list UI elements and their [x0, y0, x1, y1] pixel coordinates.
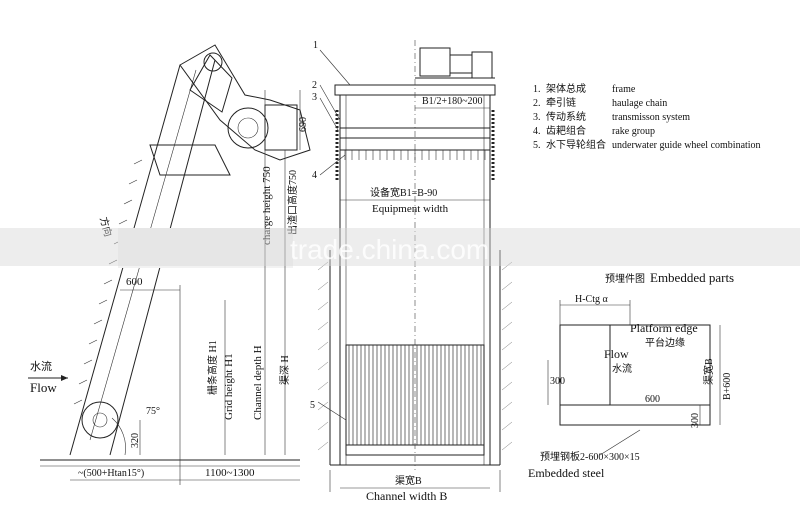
legend-zh-1: 架体总成 [546, 82, 586, 95]
rake-teeth-front [344, 150, 486, 160]
plate-zh-label: 预埋钢板2-600×300×15 [540, 450, 640, 463]
embedded-title-zh: 预埋件图 [605, 273, 645, 285]
legend-zh-3: 传动系统 [546, 110, 586, 123]
grid-height-zh-label: 栅条高度 H1 [206, 340, 219, 395]
dim-690-label: 690 [298, 117, 309, 132]
callout-2-leader [319, 84, 341, 121]
blurred-band [118, 228, 293, 268]
discharge-chute [149, 144, 231, 176]
embedded-left-box [559, 324, 611, 406]
head-frame [179, 44, 311, 161]
legend-num-3: 3. [533, 112, 541, 123]
flow-zh-label: 水流 [30, 359, 52, 373]
legend-num-5: 5. [533, 140, 541, 151]
legend-en-3: transmisson system [612, 112, 690, 123]
angle-label: 75° [146, 406, 160, 417]
embedded-flow-zh: 水流 [612, 362, 632, 375]
platform-edge-en: Platform edge [630, 321, 698, 335]
legend-num-2: 2. [533, 98, 541, 109]
callout-3-leader [319, 97, 339, 131]
screen-bars [348, 345, 482, 445]
legend-num-4: 4. [533, 126, 541, 137]
callout-1: 1 [313, 40, 318, 51]
flow-en-label: Flow [30, 380, 57, 395]
dim-bottom-left-label: ~(500+Htan15°) [78, 468, 144, 479]
channel-depth-label: Channel depth H [252, 345, 264, 420]
top-sprocket [203, 52, 223, 72]
legend-en-2: haulage chain [612, 98, 667, 109]
motor [419, 47, 451, 77]
legend-en-4: rake group [612, 126, 655, 137]
watermark-band [0, 228, 800, 266]
platform-edge-zh: 平台边缘 [645, 336, 685, 349]
callout-3: 3 [312, 92, 317, 103]
embedded-outline [559, 324, 711, 426]
callout-5: 5 [310, 400, 315, 411]
legend-zh-5: 水下导轮组合 [546, 138, 606, 151]
gear-motor [264, 104, 298, 151]
h-ctg-label: H-Ctg α [575, 294, 609, 305]
guide-wheel [81, 401, 119, 439]
dim-600-label: 600 [126, 276, 143, 288]
channel-width-en-label: Channel width B [366, 489, 447, 503]
callout-1-leader [319, 49, 351, 86]
drive-sprocket [227, 107, 269, 149]
equip-width-en-label: Equipment width [372, 203, 449, 215]
callout-4-leader [319, 154, 346, 176]
grid-height-label: Grid height H1 [223, 353, 235, 420]
discharge-height-zh-label: 出渣口高度750 [286, 170, 299, 235]
legend-en-1: frame [612, 84, 636, 95]
dim-320-label: 320 [130, 433, 141, 448]
legend-en-5: underwater guide wheel combination [612, 140, 761, 151]
callout-5-leader [317, 401, 347, 421]
guide-wheel-assembly [345, 444, 485, 456]
channel-width-zh-label: 渠宽B [395, 474, 422, 487]
legend-zh-4: 齿耙组合 [546, 124, 586, 137]
legend-num-1: 1. [533, 84, 541, 95]
embedded-flow-en: Flow [604, 347, 629, 361]
legend-zh-2: 牵引链 [546, 96, 576, 109]
equip-width-zh-label: 设备宽B1=B-90 [370, 186, 437, 199]
coupling [471, 51, 493, 79]
legend: 1. 架体总成 frame 2. 牵引链 haulage chain 3. 传动系统 trans… [533, 82, 761, 151]
reducer [449, 54, 473, 74]
dim-300-right: 300 [690, 413, 701, 428]
dim-b600: B+600 [722, 373, 733, 400]
callout-4: 4 [312, 170, 317, 181]
dim-b-half-label: B1/2+180~200 [422, 96, 483, 107]
rake-band [339, 127, 491, 139]
head-plate [189, 54, 233, 113]
dim-600: 600 [645, 394, 660, 405]
embedded-title-en: Embedded parts [650, 270, 734, 285]
callout-2: 2 [312, 80, 317, 91]
embedded-steel-en: Embedded steel [528, 466, 605, 480]
angle-arc [111, 417, 126, 456]
discharge-height-label: charge height 750 [261, 166, 273, 245]
channel-b-zh: 渠宽B [702, 358, 715, 385]
dim-300-left: 300 [550, 376, 565, 387]
dim-bottom-right-label: 1100~1300 [205, 467, 255, 479]
channel-depth-zh-label: 渠深 H [279, 355, 291, 385]
wall-hatching [317, 261, 513, 451]
plate-leader [599, 429, 641, 456]
embedded-parts-view: 预埋件图 Embedded parts H-Ctg α Platform edg… [528, 270, 734, 480]
front-view: 1 2 3 4 5 B1/2+180~200 设备宽B1=B-90 Equipm… [310, 40, 513, 503]
watermark-text: trade.china.com [290, 234, 489, 265]
